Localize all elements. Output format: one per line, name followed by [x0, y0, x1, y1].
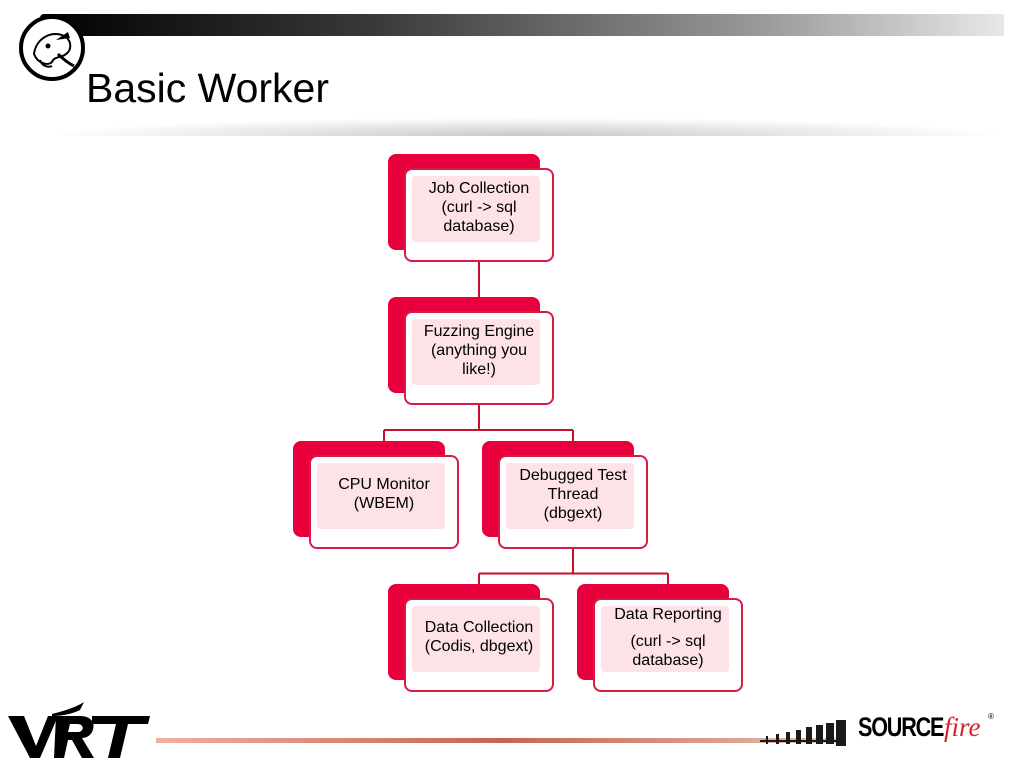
node-line: (Codis, dbgext) — [424, 638, 534, 655]
node-line: CPU Monitor — [338, 476, 430, 493]
node-card-inner — [317, 463, 445, 529]
node-card-inner — [412, 319, 540, 385]
node-card: Debugged Test Thread (dbgext) — [498, 455, 648, 549]
node-line: Thread — [547, 485, 599, 503]
node-label: Fuzzing Engine (anything you like!) — [406, 313, 552, 395]
node-label: Debugged Test Thread (dbgext) — [500, 457, 646, 539]
node-line: like!) — [462, 360, 496, 378]
node-line: (dbgext) — [543, 504, 603, 522]
node-label: CPU Monitor (WBEM) — [311, 457, 457, 539]
node-card-inner — [412, 606, 540, 672]
node-card-inner — [601, 606, 729, 672]
node-line: Data Collection — [424, 619, 534, 636]
node-card-inner — [506, 463, 634, 529]
page-title: Basic Worker — [86, 65, 330, 111]
node-label: Data Collection (Codis, dbgext) — [406, 600, 552, 682]
node-label: Job Collection (curl -> sql database) — [406, 170, 552, 252]
node-line: database) — [632, 651, 704, 669]
sourcefire-logo-bold: SOURCE — [858, 712, 944, 742]
node-card: CPU Monitor (WBEM) — [309, 455, 459, 549]
node-line: Debugged Test — [519, 466, 627, 484]
node-line: Job Collection — [428, 179, 530, 197]
vrt-logo — [8, 702, 150, 758]
node-line: database) — [443, 217, 515, 235]
node-card-inner — [412, 176, 540, 242]
node-line: Fuzzing Engine — [423, 322, 535, 340]
node-line: (WBEM) — [353, 495, 415, 512]
node-card: Job Collection (curl -> sql database) — [404, 168, 554, 262]
node-line: (curl -> sql — [441, 198, 517, 216]
node-line: (curl -> sql — [630, 632, 706, 650]
registered-mark: ® — [988, 712, 994, 721]
footer-bar — [156, 738, 846, 743]
node-line: Data Reporting — [614, 605, 722, 623]
node-card: Fuzzing Engine (anything you like!) — [404, 311, 554, 405]
sourcefire-logo-italic: fire — [944, 712, 981, 742]
node-label: Data Reporting (curl -> sql database) — [595, 600, 741, 682]
node-card: Data Reporting (curl -> sql database) — [593, 598, 743, 692]
node-card: Data Collection (Codis, dbgext) — [404, 598, 554, 692]
title-underline — [56, 118, 996, 136]
sourcefire-logo: SOURCE fire ® — [858, 712, 994, 748]
footer-stripes — [760, 720, 846, 746]
mascot-circle-icon — [19, 15, 85, 81]
node-line: (anything you — [430, 341, 528, 359]
header-bar — [40, 14, 1004, 36]
